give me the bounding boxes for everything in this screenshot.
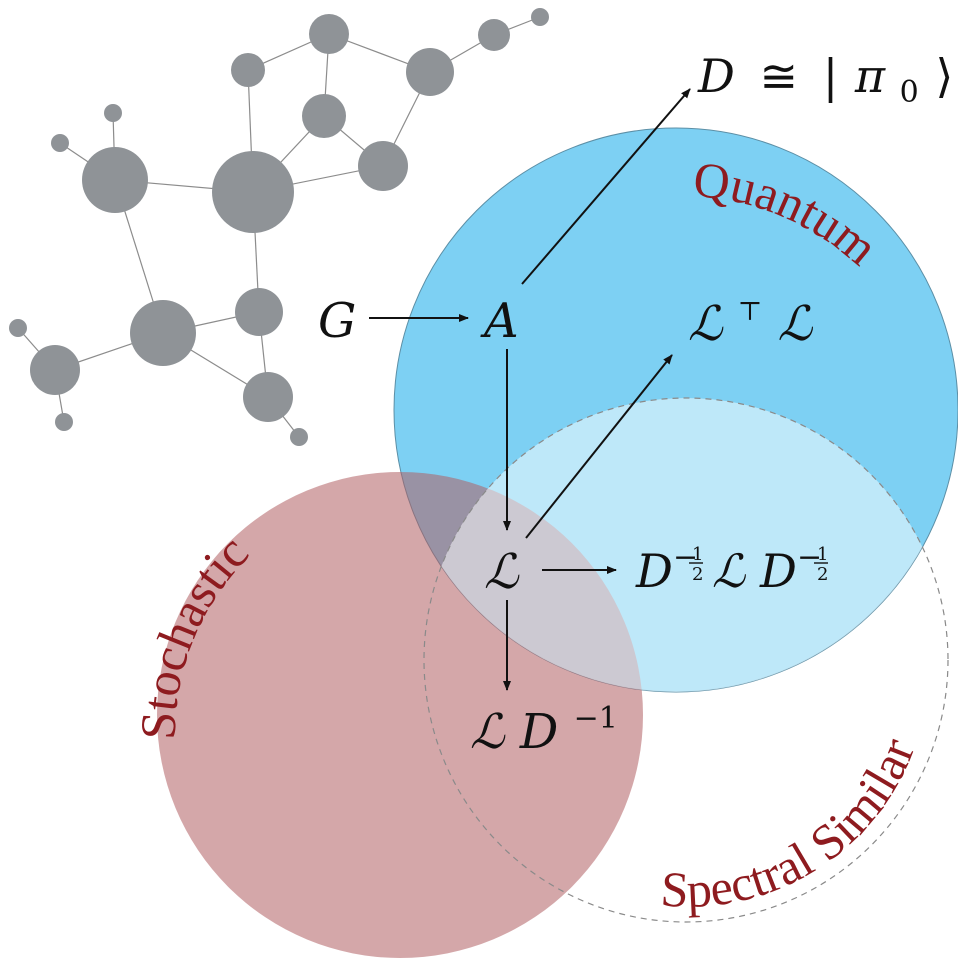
L-symbol: ℒ: [688, 296, 724, 352]
D-symbol: D: [635, 544, 673, 598]
pi-subscript: 0: [900, 75, 919, 110]
node-normalized-laplacian: D − 1 2 ℒ D − 1 2: [635, 540, 828, 598]
graph-node: [212, 151, 294, 233]
graph-node: [531, 8, 549, 26]
graph-node: [406, 48, 454, 96]
graph-node: [51, 134, 69, 152]
node-L: ℒ: [484, 544, 520, 600]
exp-numerator: 1: [692, 544, 703, 565]
graph-node: [478, 19, 510, 51]
node-G: G: [318, 293, 356, 349]
graph-node: [309, 14, 349, 54]
exp-minus: −: [673, 540, 698, 575]
exp-minus: −: [797, 540, 822, 575]
graph-node: [290, 428, 308, 446]
graph-node: [82, 147, 148, 213]
graph-node: [104, 104, 122, 122]
D-symbol: D: [519, 704, 558, 760]
graph-node: [9, 319, 27, 337]
L-symbol: ℒ: [470, 704, 506, 760]
graph-node: [235, 288, 283, 336]
graph-node: [130, 300, 196, 366]
exp-numerator: 1: [817, 544, 828, 565]
inverse-exponent: −1: [574, 701, 618, 736]
node-A: A: [480, 293, 519, 349]
math-labels: G A ℒ D ≅ | π 0 ⟩ ℒ ⊤ ℒ D − 1 2 ℒ D − 1 …: [318, 49, 953, 760]
L-symbol: ℒ: [778, 296, 814, 352]
exp-denominator: 2: [817, 564, 828, 585]
arrow-A-to-Dpi: [521, 88, 691, 285]
transpose-symbol: ⊤: [738, 297, 762, 327]
cong-symbol: ≅: [760, 49, 799, 103]
node-LTL: ℒ ⊤ ℒ: [688, 276, 814, 352]
exp-denominator: 2: [692, 564, 703, 585]
graph-node: [231, 53, 265, 87]
arrows: [369, 88, 691, 691]
spectral-label: Spectral Similar: [659, 730, 925, 918]
graph-node: [30, 345, 80, 395]
pi-symbol: π: [854, 49, 886, 103]
ket-open: |: [823, 49, 839, 103]
graph-node: [55, 413, 73, 431]
ket-close: ⟩: [935, 49, 953, 103]
graph-node: [243, 372, 293, 422]
node-D-pi: D ≅ | π 0 ⟩: [697, 49, 953, 113]
spectral-region-outline: [423, 397, 949, 923]
arrow-L-to-LTL: [525, 354, 673, 539]
graph-node: [302, 94, 346, 138]
graph-illustration: [9, 8, 549, 446]
D-symbol: D: [697, 49, 735, 103]
spectral-inner-tint: [424, 398, 948, 692]
L-symbol: ℒ: [712, 544, 746, 598]
D-symbol: D: [759, 544, 797, 598]
graph-node: [358, 141, 408, 191]
graph-nodes: [9, 8, 549, 446]
node-LDinv: ℒ D −1: [470, 701, 618, 760]
